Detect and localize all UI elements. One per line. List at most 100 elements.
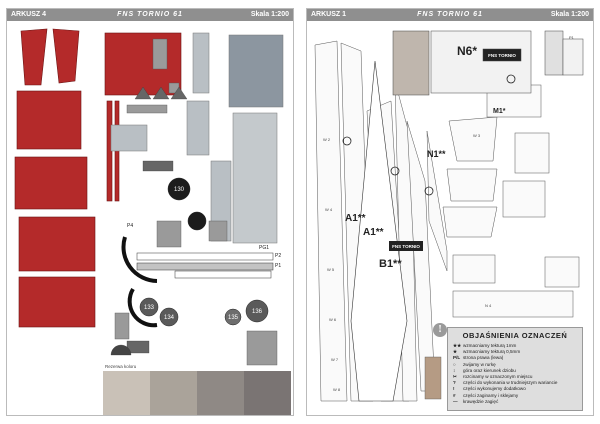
part-136 bbox=[245, 299, 269, 323]
small-part bbox=[156, 220, 182, 248]
color-swatch bbox=[150, 371, 197, 415]
label-w4: W 4 bbox=[325, 207, 333, 212]
red-panel bbox=[18, 216, 96, 272]
bridge-block bbox=[392, 30, 430, 96]
rotate-symbol-icon bbox=[342, 136, 352, 146]
part-130 bbox=[167, 177, 191, 201]
cone-part bbox=[152, 86, 170, 100]
legend-item: ○zwijamy w rurkę bbox=[453, 361, 496, 367]
small-part bbox=[514, 132, 550, 174]
strip-p1 bbox=[136, 262, 274, 271]
small-part bbox=[424, 356, 442, 400]
label-n6: N6* bbox=[457, 44, 477, 58]
label-w8: W 8 bbox=[333, 387, 341, 392]
color-swatch bbox=[103, 371, 150, 415]
label-134: 134 bbox=[164, 315, 175, 321]
label-a1b: A1** bbox=[363, 227, 384, 238]
label-w3: W 3 bbox=[473, 133, 481, 138]
sheet-1-label: ARKUSZ 1 bbox=[311, 11, 347, 18]
label-p2: P2 bbox=[275, 253, 281, 259]
bridge-block bbox=[430, 30, 532, 94]
part-133-disc bbox=[187, 211, 207, 231]
label-136: 136 bbox=[252, 309, 263, 315]
small-part bbox=[246, 330, 278, 366]
part-133 bbox=[139, 297, 159, 317]
deck-part bbox=[442, 206, 498, 238]
red-panel bbox=[18, 276, 96, 328]
small-part bbox=[142, 160, 174, 172]
deck-part bbox=[446, 168, 498, 202]
hull-part bbox=[426, 130, 448, 272]
deck-part bbox=[448, 116, 498, 162]
dome-part bbox=[110, 344, 132, 356]
deck-panel bbox=[228, 34, 284, 108]
rotate-symbol-icon bbox=[506, 74, 516, 84]
small-part bbox=[126, 104, 168, 114]
small-part bbox=[152, 38, 168, 70]
label-a1: A1** bbox=[345, 213, 366, 224]
color-swatch-row bbox=[103, 371, 291, 415]
badge-text: FNS TORNIO bbox=[488, 53, 516, 58]
strip-p2 bbox=[136, 252, 274, 261]
deck-part bbox=[110, 124, 148, 152]
strip-p2b bbox=[174, 270, 272, 279]
red-panel bbox=[16, 90, 82, 150]
legend-item: ↕góra oraz kierunek dziobu bbox=[453, 367, 516, 373]
sheet-4-label: ARKUSZ 4 bbox=[11, 11, 47, 18]
sheet-4-parts: 130 133 134 135 136 P2 P1 PG1 P4 bbox=[14, 28, 284, 366]
part-135 bbox=[224, 308, 242, 326]
rail-arc bbox=[121, 236, 158, 283]
legend-item: ✂rozcinamy w oznaczonym miejscu bbox=[453, 374, 533, 380]
label-n1: N1** bbox=[427, 149, 446, 159]
sheet-1-scale: Skala 1:200 bbox=[550, 11, 589, 18]
sheet-1: ARKUSZ 1 FNS TORNIO 61 Skala 1:200 bbox=[306, 8, 594, 416]
sheet-4-model-name: FNS TORNIO 61 bbox=[117, 11, 183, 18]
legend-item: —krawędzie zagięć bbox=[453, 398, 499, 404]
label-135: 135 bbox=[228, 315, 239, 321]
sheet-4-scale: Skala 1:200 bbox=[250, 11, 289, 18]
sheet-1-parts: N6* M1* A1** A1** B1** N1** FNS TORNIO F… bbox=[314, 30, 584, 402]
small-part bbox=[208, 220, 228, 242]
color-swatch bbox=[244, 371, 291, 415]
panel-n4 bbox=[452, 290, 574, 318]
part-134 bbox=[159, 307, 179, 327]
legend-box: OBJAŚNIENIA OZNACZEŃ ★★wzmacniamy tektur… bbox=[447, 327, 583, 411]
rotate-symbol-icon bbox=[390, 166, 400, 176]
legend-item: !części wykonujemy dodatkowo bbox=[453, 386, 526, 392]
label-p4: P4 bbox=[127, 223, 133, 229]
red-panel bbox=[14, 156, 88, 210]
hull-bow-part bbox=[350, 60, 408, 402]
label-p1: P1 bbox=[275, 263, 281, 269]
cone-part bbox=[170, 86, 188, 100]
cone-part bbox=[134, 86, 152, 100]
deck-part bbox=[186, 100, 210, 156]
small-part bbox=[502, 180, 546, 218]
label-pg1: PG1 bbox=[259, 245, 269, 251]
name-badge bbox=[389, 241, 423, 251]
label-133: 133 bbox=[144, 305, 155, 311]
label-p1-right: P1 bbox=[569, 35, 575, 40]
sheet-1-model-name: FNS TORNIO 61 bbox=[417, 11, 483, 18]
rotate-symbol-icon bbox=[424, 186, 434, 196]
rail-arc bbox=[127, 287, 158, 328]
deck-part bbox=[192, 32, 210, 94]
red-panel bbox=[52, 28, 80, 84]
label-w6: W 6 bbox=[329, 317, 337, 322]
label-130: 130 bbox=[174, 187, 185, 193]
legend-item: ★★wzmacniamy tekturą 1mm bbox=[453, 343, 517, 348]
sheet-4-header: ARKUSZ 4 FNS TORNIO 61 Skala 1:200 bbox=[7, 9, 293, 21]
name-badge bbox=[482, 48, 522, 62]
badge-text-2: FNS TORNIO bbox=[392, 244, 420, 249]
panel-w5 bbox=[452, 254, 496, 284]
sheet-1-header: ARKUSZ 1 FNS TORNIO 61 Skala 1:200 bbox=[307, 9, 593, 21]
sheet-4: ARKUSZ 4 FNS TORNIO 61 Skala 1:200 bbox=[6, 8, 294, 416]
hull-side-panel bbox=[314, 40, 348, 402]
color-swatch bbox=[197, 371, 244, 415]
label-b1: B1** bbox=[379, 258, 402, 270]
red-panel bbox=[20, 28, 48, 86]
legend-item: #części zaginamy i sklejamy bbox=[453, 392, 519, 398]
legend-item: ?części do wykonania w trudniejszym wari… bbox=[453, 380, 558, 386]
label-m1: M1* bbox=[493, 108, 506, 115]
small-part bbox=[544, 30, 564, 76]
